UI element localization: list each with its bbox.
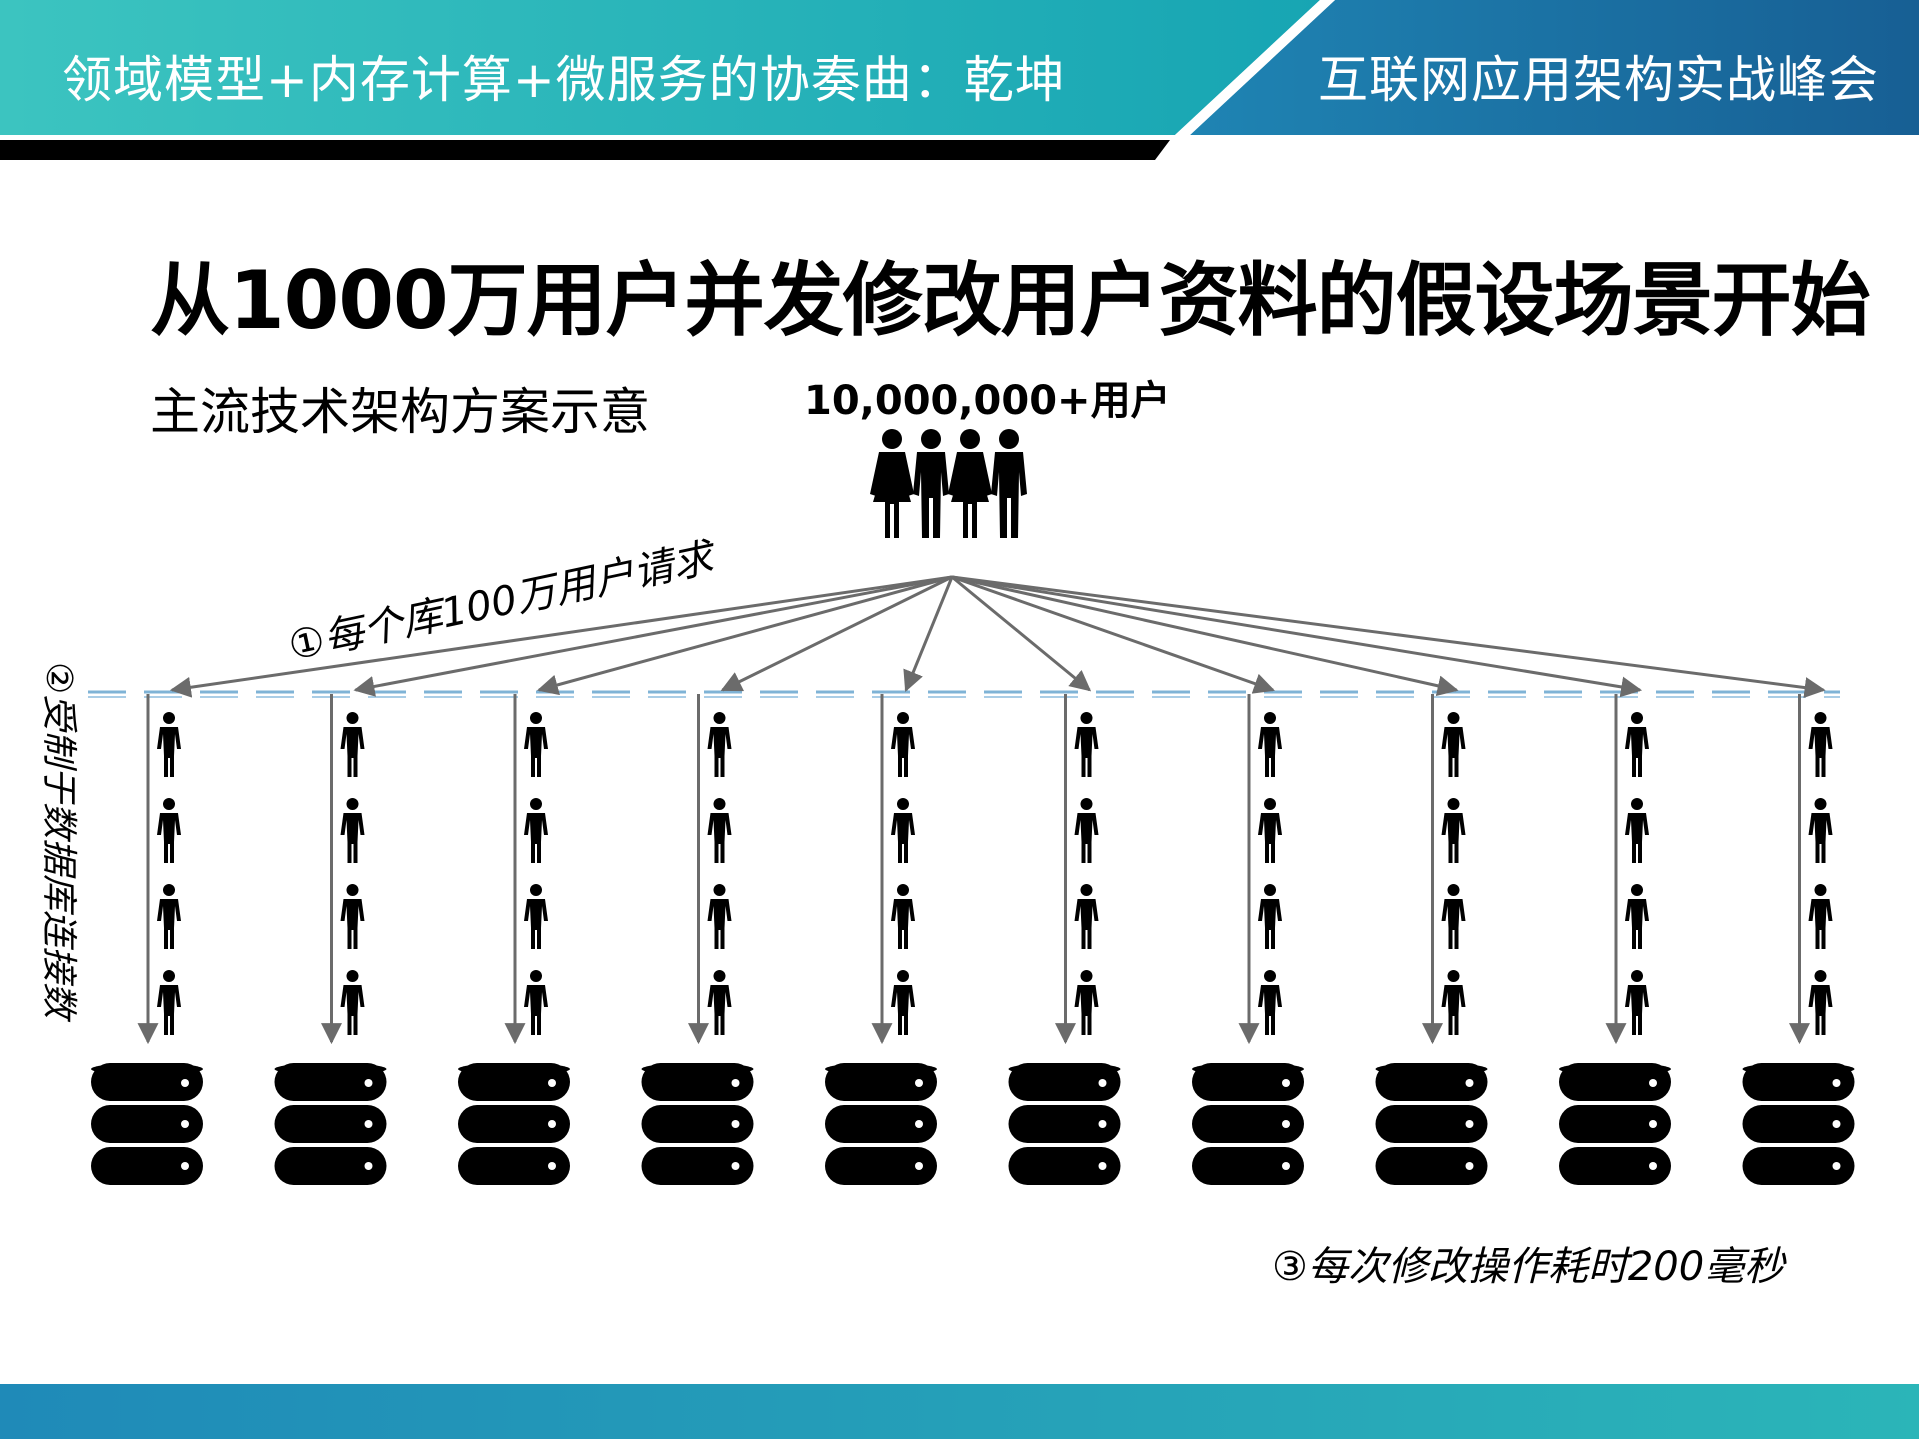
request-fan-arrows xyxy=(169,575,1826,698)
queued-user-icon xyxy=(524,798,548,863)
header-banner: 领域模型+内存计算+微服务的协奏曲：乾坤 互联网应用架构实战峰会 xyxy=(0,0,1919,160)
header-banner-graphic xyxy=(0,0,1919,160)
queued-user-icon xyxy=(1808,798,1833,863)
queued-user-icon xyxy=(157,712,181,777)
database-icon xyxy=(1559,1063,1671,1185)
database-icon xyxy=(91,1063,203,1185)
database-icon xyxy=(1742,1063,1855,1185)
queued-user-icon xyxy=(1808,970,1833,1035)
queued-user-icon xyxy=(1808,712,1833,777)
database-icon xyxy=(1375,1063,1488,1185)
database-icon xyxy=(641,1063,754,1185)
conference-title: 互联网应用架构实战峰会 xyxy=(1318,51,1879,109)
queued-user-icon xyxy=(1441,798,1466,863)
queued-user-icon xyxy=(340,712,365,777)
queued-user-icon xyxy=(157,884,181,949)
request-arrow xyxy=(951,575,1459,697)
requests-per-db-annotation: ①每个库100万用户请求 xyxy=(285,534,722,670)
request-arrow xyxy=(536,575,953,696)
queued-user-icon xyxy=(524,712,548,777)
queued-user-icon xyxy=(340,884,365,949)
queued-user-icon xyxy=(1258,712,1282,777)
request-arrow xyxy=(951,575,1275,694)
database-icon xyxy=(825,1063,937,1185)
queued-user-icon xyxy=(1441,884,1466,949)
request-arrow xyxy=(951,575,1826,698)
queued-user-icon xyxy=(1074,970,1099,1035)
queued-user-icon xyxy=(1625,884,1649,949)
queued-user-icon xyxy=(1625,798,1649,863)
slide-subtitle: 主流技术架构方案示意 xyxy=(150,383,650,441)
queued-user-icon xyxy=(891,712,915,777)
queued-user-icon xyxy=(524,970,548,1035)
queued-user-icon xyxy=(157,798,181,863)
queued-user-icon xyxy=(891,884,915,949)
queued-user-icon xyxy=(524,884,548,949)
total-users-label: 10,000,000+用户 xyxy=(804,378,1171,424)
talk-title: 领域模型+内存计算+微服务的协奏曲：乾坤 xyxy=(62,51,1066,109)
queued-user-icon xyxy=(157,970,181,1035)
footer-band xyxy=(0,1384,1919,1439)
queued-user-icon xyxy=(1808,884,1833,949)
user-group-icon xyxy=(870,429,1027,538)
request-arrow xyxy=(720,575,953,692)
queued-user-icon xyxy=(340,970,365,1035)
queued-user-icon xyxy=(891,970,915,1035)
database-icon xyxy=(274,1063,387,1185)
database-icon xyxy=(1192,1063,1304,1185)
queued-user-icon xyxy=(1441,970,1466,1035)
queued-user-icon xyxy=(707,798,732,863)
queued-user-icon xyxy=(1258,884,1282,949)
operation-time-annotation: ③每次修改操作耗时200毫秒 xyxy=(1272,1244,1787,1290)
request-arrow xyxy=(951,575,1643,698)
request-arrow xyxy=(951,575,1092,692)
queued-user-icon xyxy=(707,970,732,1035)
database-columns xyxy=(91,694,1855,1185)
queued-user-icon xyxy=(891,798,915,863)
queued-user-icon xyxy=(1441,712,1466,777)
queued-user-icon xyxy=(340,798,365,863)
connection-limit-annotation: ②受制于数据库连接数 xyxy=(38,662,79,1022)
queued-user-icon xyxy=(1074,884,1099,949)
request-arrow xyxy=(353,575,953,697)
queued-user-icon xyxy=(1258,970,1282,1035)
request-arrow xyxy=(169,575,953,698)
queued-user-icon xyxy=(1258,798,1282,863)
queued-user-icon xyxy=(1074,798,1099,863)
database-icon xyxy=(458,1063,570,1185)
database-icon xyxy=(1008,1063,1121,1185)
queued-user-icon xyxy=(1625,970,1649,1035)
queued-user-icon xyxy=(707,712,732,777)
queued-user-icon xyxy=(1074,712,1099,777)
request-arrow xyxy=(903,576,954,692)
queued-user-icon xyxy=(1625,712,1649,777)
queued-user-icon xyxy=(707,884,732,949)
slide-title: 从1000万用户并发修改用户资料的假设场景开始 xyxy=(150,254,1871,347)
